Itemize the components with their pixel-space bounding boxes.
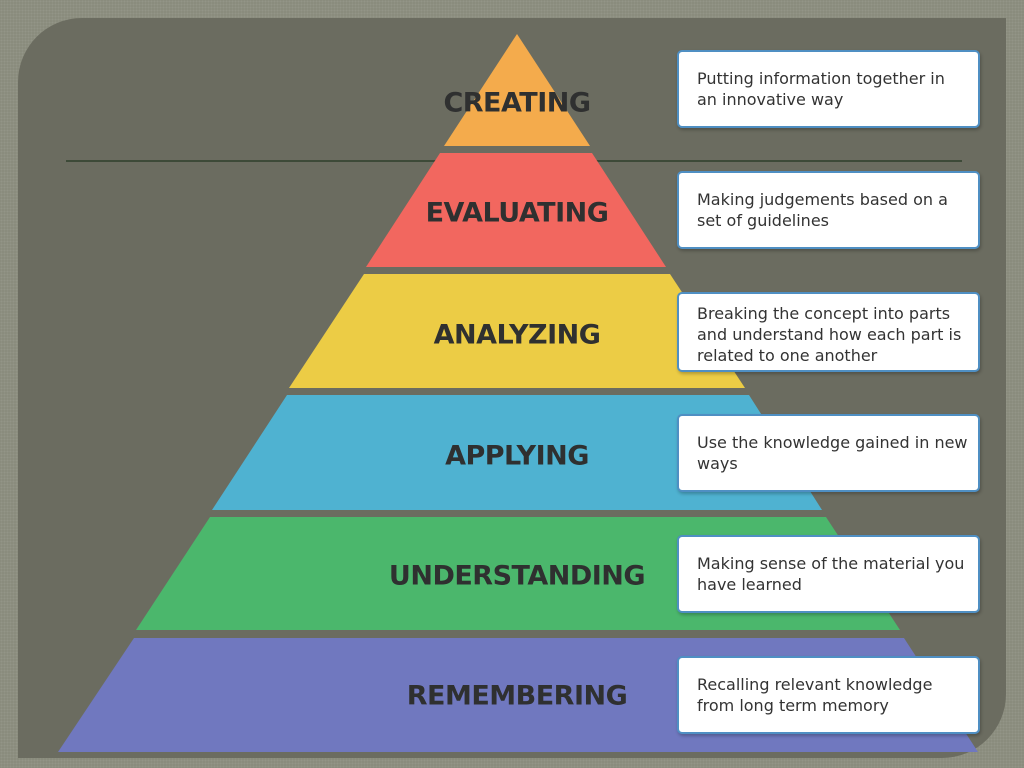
tier-label-evaluating: EVALUATING [426, 198, 609, 229]
tier-label-remembering: REMEMBERING [407, 681, 628, 712]
tier-analyzing [289, 274, 745, 388]
description-analyzing: Breaking the concept into parts and unde… [677, 292, 980, 372]
tier-label-creating: CREATING [443, 88, 590, 119]
tier-creating [444, 34, 590, 146]
description-applying: Use the knowledge gained in new ways [677, 414, 980, 492]
tier-evaluating [366, 153, 666, 267]
tier-label-applying: APPLYING [445, 441, 589, 472]
description-understanding: Making sense of the material you have le… [677, 535, 980, 613]
tier-applying [212, 395, 822, 510]
description-creating: Putting information together in an innov… [677, 50, 980, 128]
description-remembering: Recalling relevant knowledge from long t… [677, 656, 980, 734]
tier-label-analyzing: ANALYZING [434, 320, 601, 351]
tier-label-understanding: UNDERSTANDING [389, 561, 645, 592]
description-evaluating: Making judgements based on a set of guid… [677, 171, 980, 249]
